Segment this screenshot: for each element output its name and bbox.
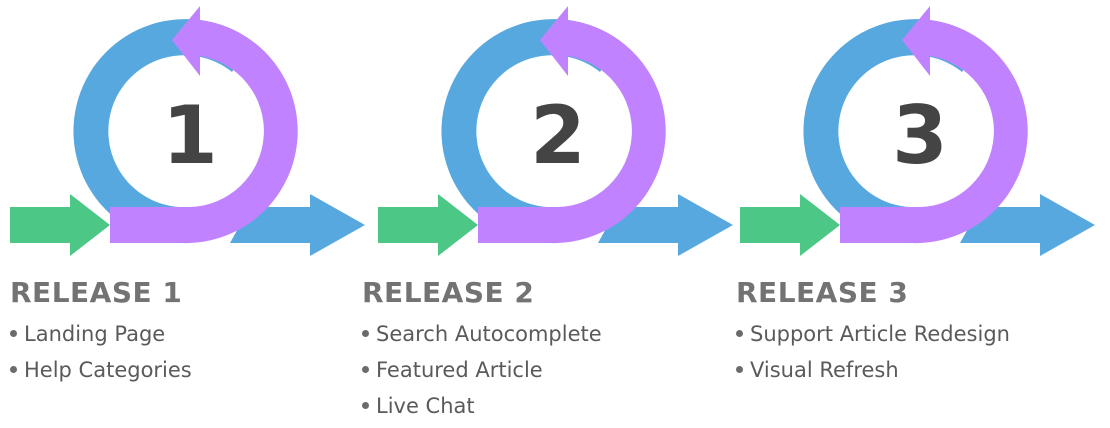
release-title: RELEASE 3 [736, 276, 909, 309]
incoming-arrow [378, 194, 478, 256]
incoming-arrow [10, 194, 110, 256]
bullet-icon [362, 329, 369, 337]
release-number: 2 [530, 89, 586, 182]
feature-label: Support Article Redesign [750, 322, 1010, 346]
release-title: RELEASE 2 [362, 276, 535, 309]
feature-label: Featured Article [376, 358, 543, 382]
bullet-icon [736, 329, 743, 337]
release-number: 1 [162, 89, 218, 182]
loop-blue-segment [803, 19, 982, 244]
feature-label: Live Chat [376, 394, 475, 418]
bullet-icon [10, 365, 17, 373]
feature-label: Landing Page [24, 322, 166, 346]
feature-label: Visual Refresh [750, 358, 899, 382]
bullet-icon [362, 365, 369, 373]
feature-label: Help Categories [24, 358, 192, 382]
release-number: 3 [892, 89, 948, 182]
feature-item: Visual Refresh [736, 352, 1010, 388]
incoming-arrow [740, 194, 840, 256]
cycle-1: 1 [10, 6, 365, 256]
bullet-icon [10, 329, 17, 337]
loop-purple-segment [110, 6, 298, 243]
cycle-3: 3 [740, 6, 1095, 256]
loop-purple-segment [478, 6, 666, 243]
loop-purple-segment [840, 6, 1028, 243]
bullet-icon [362, 401, 369, 409]
cycle-2: 2 [378, 6, 733, 256]
feature-item: Landing Page [10, 316, 192, 352]
feature-item: Support Article Redesign [736, 316, 1010, 352]
bullet-icon [736, 365, 743, 373]
feature-item: Help Categories [10, 352, 192, 388]
release-title: RELEASE 1 [10, 276, 183, 309]
feature-item: Featured Article [362, 352, 602, 388]
feature-item: Search Autocomplete [362, 316, 602, 352]
loop-blue-segment [441, 19, 620, 244]
loop-blue-segment [73, 19, 252, 244]
feature-label: Search Autocomplete [376, 322, 602, 346]
feature-item: Live Chat [362, 388, 602, 424]
